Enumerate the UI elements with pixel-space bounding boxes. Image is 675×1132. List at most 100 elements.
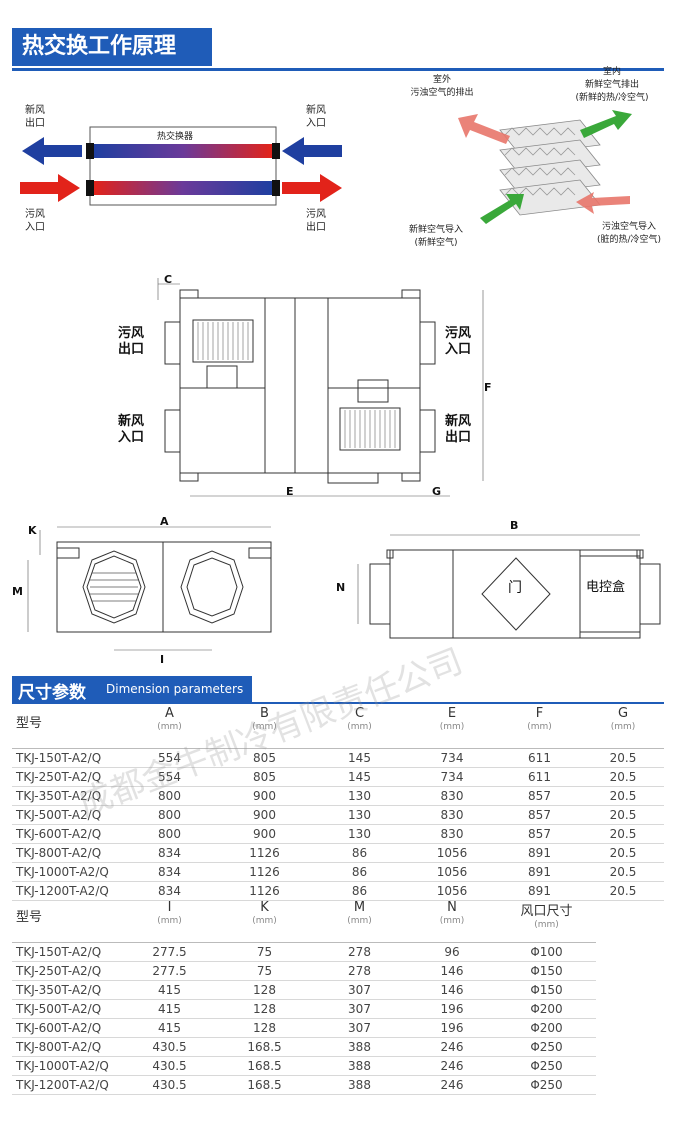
table-cell: 430.5 — [122, 1075, 217, 1095]
table-cell: 168.5 — [217, 1075, 312, 1095]
table-cell: 800 — [122, 824, 217, 844]
table-cell: 145 — [312, 748, 407, 768]
table-cell: 1126 — [217, 843, 312, 863]
indoor-label: 室内 新鲜空气排出 (新鲜的热/冷空气) — [575, 67, 649, 103]
table-cell: 128 — [217, 999, 312, 1019]
table-cell: 307 — [312, 1018, 407, 1038]
column-header-unit: (mm) — [157, 916, 182, 926]
dim-g-label: G — [432, 485, 442, 498]
dirty-out-port-label: 污风 出口 — [118, 326, 145, 357]
table-cell: TKJ-600T-A2/Q — [12, 824, 122, 844]
dirty-in-arrow — [20, 174, 80, 202]
column-header-name: A — [165, 706, 174, 721]
table-cell: Φ150 — [497, 980, 596, 1000]
table-cell: 277.5 — [122, 942, 217, 962]
table-cell: 20.5 — [582, 824, 664, 844]
table-cell: 415 — [122, 999, 217, 1019]
column-header: I(mm) — [122, 900, 217, 943]
table-cell: 611 — [497, 748, 582, 768]
fresh-out-label: 新风 出口 — [25, 105, 45, 129]
table-cell: 388 — [312, 1037, 407, 1057]
exhaust-arrow — [458, 114, 510, 144]
cross-flow-core-diagram — [458, 110, 632, 224]
side-view-drawing — [357, 534, 661, 639]
table-cell: TKJ-500T-A2/Q — [12, 805, 122, 825]
table-cell: TKJ-350T-A2/Q — [12, 786, 122, 806]
column-header-unit: (mm) — [347, 916, 372, 926]
table-cell: 857 — [497, 824, 582, 844]
table-cell: 130 — [312, 805, 407, 825]
column-header-unit: (mm) — [157, 722, 182, 732]
table-cell: TKJ-800T-A2/Q — [12, 843, 122, 863]
table-cell: 1056 — [407, 843, 497, 863]
table-cell: TKJ-1000T-A2/Q — [12, 1056, 122, 1076]
table-cell: Φ250 — [497, 1075, 596, 1095]
column-header-name: M — [353, 900, 366, 915]
column-header: N(mm) — [407, 900, 497, 943]
table-cell: 554 — [122, 748, 217, 768]
table-cell: 196 — [407, 1018, 497, 1038]
table-cell: Φ100 — [497, 942, 596, 962]
table-cell: 415 — [122, 1018, 217, 1038]
table-cell: TKJ-250T-A2/Q — [12, 961, 122, 981]
table-cell: 1126 — [217, 881, 312, 901]
table-cell: 20.5 — [582, 881, 664, 901]
dim-b-label: B — [510, 519, 519, 532]
table-cell: 734 — [407, 767, 497, 787]
table-cell: 857 — [497, 786, 582, 806]
column-header: 风口尺寸(mm) — [497, 900, 596, 943]
table-cell: 246 — [407, 1075, 497, 1095]
table-cell: 20.5 — [582, 748, 664, 768]
table-cell: TKJ-250T-A2/Q — [12, 767, 122, 787]
table-cell: 86 — [312, 862, 407, 882]
table-cell: 430.5 — [122, 1056, 217, 1076]
table-cell: 891 — [497, 843, 582, 863]
bottom-airflow-band — [94, 181, 272, 195]
column-header: G(mm) — [582, 706, 664, 749]
table-cell: 145 — [312, 767, 407, 787]
table-cell: TKJ-1000T-A2/Q — [12, 862, 122, 882]
table-cell: 430.5 — [122, 1037, 217, 1057]
column-header-unit: (mm) — [610, 722, 636, 732]
table-cell: 20.5 — [582, 786, 664, 806]
table-cell: 128 — [217, 980, 312, 1000]
fresh-out-port-label: 新风 出口 — [445, 414, 472, 445]
table-cell: 830 — [407, 786, 497, 806]
table-cell: TKJ-500T-A2/Q — [12, 999, 122, 1019]
door-label: 门 — [508, 580, 522, 596]
table-cell: 75 — [217, 961, 312, 981]
column-header-unit: (mm) — [534, 920, 559, 930]
table-cell: 1126 — [217, 862, 312, 882]
table-cell: Φ200 — [497, 999, 596, 1019]
section-divider — [12, 68, 664, 71]
section-title-principle: 热交换工作原理 — [12, 28, 212, 66]
table-cell: 307 — [312, 980, 407, 1000]
column-header-unit: (mm) — [439, 722, 465, 732]
table-cell: 277.5 — [122, 961, 217, 981]
table-cell: Φ150 — [497, 961, 596, 981]
column-header-name: 风口尺寸 — [520, 904, 573, 919]
fresh-in-port-label: 新风 入口 — [118, 414, 145, 445]
table-cell: 20.5 — [582, 843, 664, 863]
section-title-dimensions: 尺寸参数 Dimension parameters — [12, 676, 252, 703]
table-cell: 168.5 — [217, 1037, 312, 1057]
table-cell: 800 — [122, 786, 217, 806]
front-view-drawing — [27, 526, 272, 651]
fresh-in-label: 新风 入口 — [306, 105, 326, 129]
table-cell: TKJ-150T-A2/Q — [12, 748, 122, 768]
table-cell: TKJ-350T-A2/Q — [12, 980, 122, 1000]
section-divider-dimensions — [12, 702, 664, 704]
